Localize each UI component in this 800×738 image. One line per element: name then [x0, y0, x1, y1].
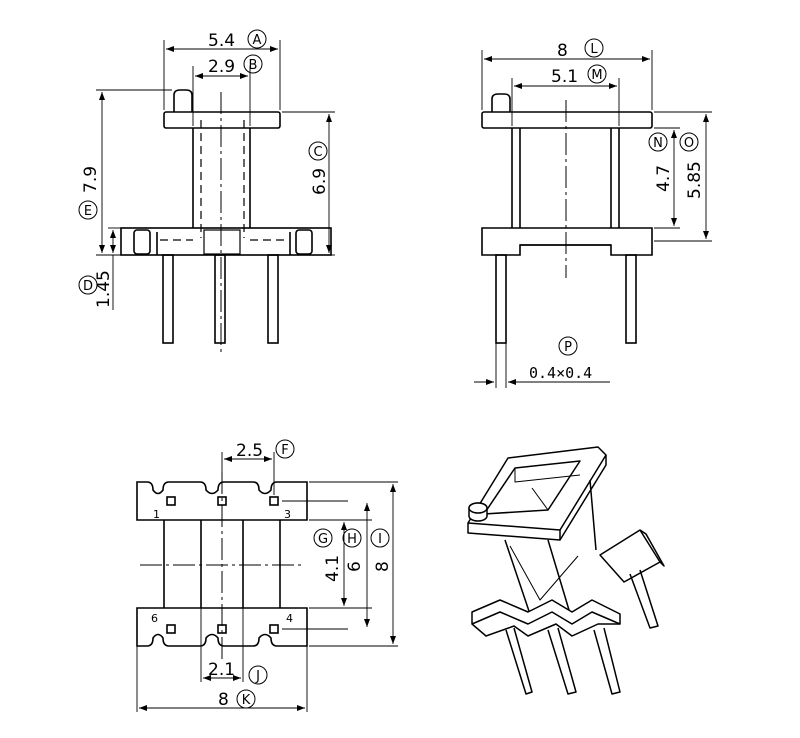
- front-bottom-flange: [120, 227, 332, 256]
- pin-square-1: [166, 496, 176, 506]
- iso-top-flange: [467, 446, 607, 531]
- dim-e-value: 7.9: [81, 166, 101, 193]
- side-pin-left: [495, 254, 507, 344]
- tag-c: C: [313, 145, 322, 160]
- iso-bottom-flange: [471, 599, 621, 625]
- dim-f-value: 2.5: [236, 441, 263, 461]
- dim-d-value: 1.45: [94, 270, 114, 308]
- tag-l: L: [590, 42, 598, 57]
- pin-label-4: 4: [286, 612, 293, 625]
- dim-o-value: 5.85: [685, 161, 705, 199]
- front-pin-center: [214, 254, 226, 344]
- tag-g: G: [318, 532, 328, 547]
- front-peg: [173, 89, 193, 112]
- dim-a-value: 5.4: [208, 31, 235, 51]
- tag-d: D: [83, 279, 93, 294]
- tag-m: M: [591, 68, 602, 83]
- pin-label-3: 3: [284, 508, 291, 521]
- dim-g-value: 4.1: [323, 555, 343, 582]
- tag-k: K: [242, 693, 251, 708]
- tag-a: A: [253, 33, 262, 48]
- pin-square-4: [269, 624, 279, 634]
- tag-i: I: [378, 532, 382, 547]
- dim-n-value: 4.7: [654, 165, 674, 192]
- side-bottom-flange: [481, 227, 653, 256]
- front-pin-right: [267, 254, 279, 344]
- dim-m-value: 5.1: [551, 67, 578, 87]
- tag-n: N: [653, 136, 663, 151]
- dim-k-value: 8: [218, 690, 229, 710]
- side-view: [481, 93, 653, 344]
- dim-l-value: 8: [557, 41, 568, 61]
- pin-label-6: 6: [151, 612, 158, 625]
- dim-h-value: 6: [345, 561, 365, 572]
- pin-label-1: 1: [153, 508, 160, 521]
- tag-b: B: [249, 58, 258, 73]
- side-peg: [491, 93, 511, 112]
- tag-p: P: [564, 340, 572, 355]
- pin-square-3: [269, 496, 279, 506]
- tag-j: J: [255, 669, 260, 684]
- front-view: [120, 89, 332, 355]
- tag-h: H: [347, 532, 357, 547]
- front-pin-left: [162, 254, 174, 344]
- front-top-flange: [163, 111, 281, 129]
- tag-e: E: [84, 204, 92, 219]
- tag-o: O: [684, 136, 694, 151]
- side-top-flange: [481, 111, 653, 129]
- dim-b-value: 2.9: [208, 57, 235, 77]
- dim-i-value: 8: [373, 561, 393, 572]
- isometric-view: [467, 446, 665, 695]
- bottom-lower-rail: [136, 607, 308, 647]
- dim-c-value: 6.9: [310, 168, 330, 195]
- dim-j-value: 2.1: [208, 660, 235, 680]
- tag-f: F: [281, 443, 288, 458]
- side-pin-right: [625, 254, 637, 344]
- pin-square-6: [166, 624, 176, 634]
- bottom-view: [136, 472, 308, 660]
- dim-p-value: 0.4×0.4: [529, 364, 592, 382]
- bottom-upper-rail: [136, 481, 308, 521]
